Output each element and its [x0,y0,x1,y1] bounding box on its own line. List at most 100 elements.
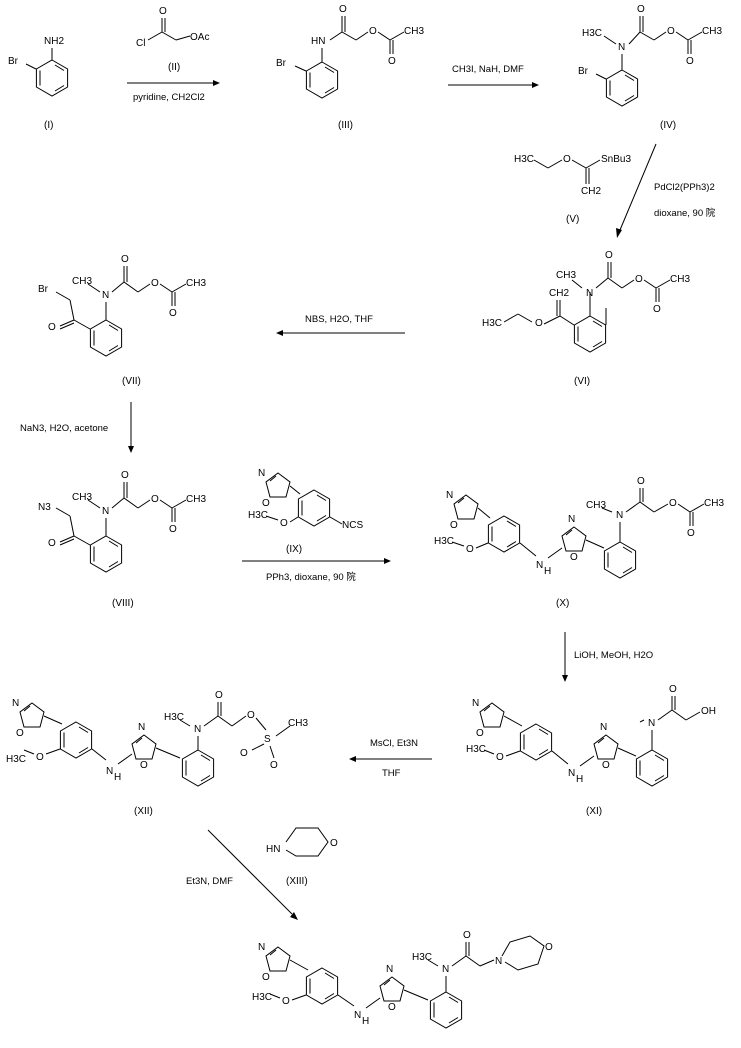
atom-o: O [262,498,270,509]
atom-o: O [121,254,129,265]
compound-label: (XI) [586,806,602,817]
atom-h3c: H3C [412,952,432,963]
compound-label: (XIII) [286,876,308,887]
atom-n: N [616,510,623,521]
compound-IX: N O O H3C NCS (IX) [248,468,363,555]
atom-o: O [653,304,661,315]
atom-n: N [442,964,449,975]
atom-ch3: CH3 [404,26,424,37]
atom-o: O [602,760,610,771]
atom-h3c: H3C [434,536,454,547]
atom-o: O [637,4,645,15]
condition-text: LiOH, MeOH, H2O [574,650,653,661]
atom-o: O [667,26,675,37]
atom-h3c: H3C [6,754,26,765]
atom-hn: HN [311,36,325,47]
compound-VI: N CH3 O O O CH3 CH2 O H3C (VI) [482,250,690,387]
condition-text: pyridine, CH2Cl2 [133,92,205,103]
atom-h: H [114,772,121,783]
atom-h: H [362,1016,369,1027]
atom-br: Br [578,66,589,77]
condition-text: PPh3, dioxane, 90 院 [266,571,356,583]
atom-oac: OAc [190,32,209,43]
atom-n: N [600,722,607,733]
atom-o: O [282,996,290,1007]
compound-XII: N O O H3C N H N O N H3C O O S O O CH3 [6,690,308,817]
atom-o: O [16,728,24,739]
atom-o: O [563,154,571,165]
compound-label: (IX) [286,544,302,555]
atom-ch2: CH2 [549,288,569,299]
atom-o: O [169,524,177,535]
condition-text: THF [382,768,401,779]
atom-o: O [280,518,288,529]
atom-n: N [568,768,575,779]
atom-h3c: H3C [164,712,184,723]
atom-o: O [48,322,56,333]
atom-h3c: H3C [582,28,602,39]
atom-o: O [545,942,553,953]
atom-o: O [151,278,159,289]
atom-h3c: H3C [466,744,486,755]
atom-o: O [215,690,223,701]
condition-text: MsCl, Et3N [370,738,418,749]
atom-hn: HN [266,844,280,855]
atom-br: Br [8,56,19,67]
compound-VIII: N CH3 O O O CH3 O N3 (VIII) [38,470,206,609]
atom-o: O [463,930,471,941]
atom-n: N [568,514,575,525]
atom-ch3: CH3 [586,500,606,511]
atom-br: Br [38,284,49,295]
atom-oh: OH [701,706,716,717]
atom-ch3: CH3 [670,274,690,285]
atom-n: N [446,490,453,501]
atom-o: O [570,552,578,563]
atom-o: O [669,684,677,695]
atom-o: O [535,318,543,329]
atom-n: N [12,698,19,709]
atom-n: N [106,766,113,777]
compound-label: (VII) [122,376,141,387]
atom-o: O [240,748,248,759]
compound-label: (VI) [574,376,590,387]
atom-o: O [496,752,504,763]
atom-h: H [544,566,551,577]
atom-snbu3: SnBu3 [601,154,631,165]
reaction-arrow-1: pyridine, CH2Cl2 [127,80,220,103]
atom-ncs: NCS [342,520,363,531]
atom-o: O [687,528,695,539]
atom-n3: N3 [38,502,51,513]
atom-n: N [258,942,265,953]
atom-ch3: CH3 [704,498,724,509]
condition-text: NaN3, H2O, acetone [20,423,108,434]
atom-br: Br [276,58,287,69]
compound-label: (IV) [660,120,676,131]
compound-label: (VIII) [112,598,134,609]
condition-text: dioxane, 90 院 [654,207,716,219]
atom-n: N [495,956,502,967]
reaction-arrow-4: NBS, H2O, THF [276,314,405,336]
atom-ch3: CH3 [72,276,92,287]
compound-label: (II) [168,62,180,73]
atom-ch3: CH3 [186,278,206,289]
atom-n: N [536,560,543,571]
atom-o: O [450,520,458,531]
compound-label: (I) [44,120,53,131]
atom-o: O [369,26,377,37]
reaction-arrow-2: CH3I, NaH, DMF [448,64,539,88]
atom-o: O [48,538,56,549]
compound-II: O Cl OAc (II) [136,6,209,73]
atom-o: O [605,250,613,261]
reaction-arrow-3: PdCl2(PPh3)2 dioxane, 90 院 [616,143,716,238]
atom-n: N [618,42,625,53]
final-product: N O O H3C N H N O N H3C O N O [252,930,553,1029]
compound-label: (XII) [134,806,153,817]
compound-X: N O O H3C N H N O N CH3 O O O CH3 (X) [434,476,724,609]
compound-label: (V) [566,214,579,225]
atom-o: O [637,476,645,487]
compound-XIII: HN O (XIII) [266,827,338,887]
compound-VII: N CH3 O O O CH3 O Br (VII) [38,254,206,387]
atom-h3c: H3C [252,992,272,1003]
atom-o: O [388,56,396,67]
